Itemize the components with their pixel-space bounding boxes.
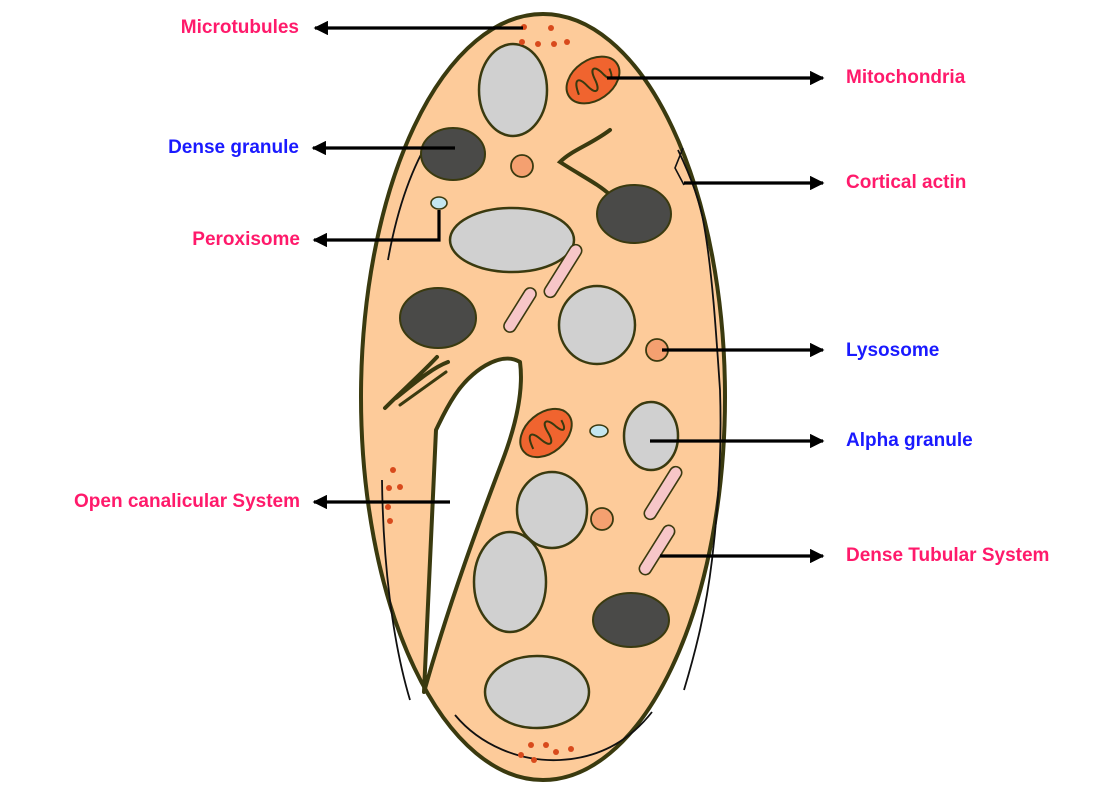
label-mitochondria: Mitochondria <box>846 67 965 89</box>
lysosome <box>591 508 613 530</box>
alpha-granule <box>559 286 635 364</box>
label-open-canalicular-system: Open canalicular System <box>74 491 300 513</box>
dense-granule <box>593 593 669 647</box>
peroxisome <box>590 425 608 437</box>
label-microtubules: Microtubules <box>181 17 299 39</box>
dense-granule <box>597 185 671 243</box>
alpha-granule <box>474 532 546 632</box>
dense-granule <box>400 288 476 348</box>
lysosome <box>511 155 533 177</box>
alpha-granule <box>479 44 547 136</box>
label-peroxisome: Peroxisome <box>192 229 300 251</box>
peroxisome <box>431 197 447 209</box>
alpha-granule <box>624 402 678 470</box>
alpha-granule <box>450 208 574 272</box>
alpha-granule <box>485 656 589 728</box>
dense-granule <box>421 128 485 180</box>
label-dense-granule: Dense granule <box>168 137 299 159</box>
label-alpha-granule: Alpha granule <box>846 430 973 452</box>
label-lysosome: Lysosome <box>846 340 939 362</box>
label-dense-tubular-system: Dense Tubular System <box>846 545 1049 567</box>
label-cortical-actin: Cortical actin <box>846 172 966 194</box>
